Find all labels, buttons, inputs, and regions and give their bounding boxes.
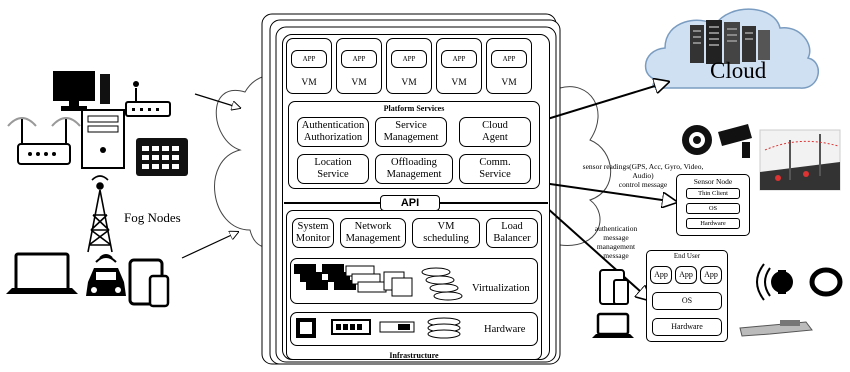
- car-icon: [86, 254, 126, 296]
- vm-label: VM: [351, 78, 367, 88]
- app-box: APP: [441, 50, 477, 68]
- end-user-app-label: App: [704, 270, 718, 279]
- end-user-os-box: OS: [652, 292, 722, 310]
- tower-pc-icon: [100, 74, 110, 104]
- end-user-hardware-label: Hardware: [671, 322, 703, 331]
- sensor-item-label: Thin Client: [698, 189, 728, 197]
- authentication-service[interactable]: Authentication Authorization: [297, 117, 369, 147]
- server-tower-icon: [81, 109, 125, 169]
- api-text: API: [400, 197, 420, 209]
- sensor-item-label: Hardware: [700, 219, 726, 227]
- sensor-node-title: Sensor Node: [693, 177, 733, 186]
- cloud-label: Cloud: [710, 58, 767, 83]
- smartwatch-icon: [756, 263, 793, 301]
- app-box: APP: [391, 50, 427, 68]
- sensor-item-label: OS: [708, 204, 718, 212]
- module-label: VM scheduling: [423, 221, 469, 244]
- sensor-os-box: OS: [686, 203, 740, 214]
- wifi-router-icon: [7, 117, 81, 165]
- laptop-icon: [6, 252, 78, 294]
- user-tablet-icon: [599, 269, 629, 305]
- security-camera-icon: [718, 124, 752, 158]
- load-balancer[interactable]: Load Balancer: [486, 218, 538, 248]
- monitor-icon: [53, 71, 95, 111]
- vm-scheduling[interactable]: VM scheduling: [412, 218, 480, 248]
- virtualization-label: Virtualization: [472, 283, 530, 294]
- cloud-icon: [644, 8, 819, 90]
- app-box: APP: [491, 50, 527, 68]
- vm-label: VM: [301, 78, 317, 88]
- sensor-hardware-box: Hardware: [686, 218, 740, 229]
- cell-tower-icon: [87, 175, 113, 253]
- display-panel-icon: [136, 138, 188, 176]
- end-user-app[interactable]: App: [700, 266, 722, 284]
- service-label: Authentication Authorization: [301, 120, 365, 143]
- vm-label: VM: [451, 78, 467, 88]
- module-label: Network Management: [345, 221, 401, 244]
- cloud-agent[interactable]: Cloud Agent: [459, 117, 531, 147]
- service-label: Location Service: [314, 157, 352, 180]
- service-label: Cloud Agent: [482, 120, 508, 143]
- end-user-app[interactable]: App: [650, 266, 672, 284]
- module-label: Load Balancer: [493, 221, 531, 244]
- smart-glasses-icon: [739, 320, 813, 337]
- thin-client-box: Thin Client: [686, 188, 740, 199]
- sensor-message-label: sensor readings(GPS, Acc, Gyro, Video, A…: [582, 162, 704, 189]
- module-label: System Monitor: [295, 221, 331, 244]
- infrastructure-title: Infrastructure: [389, 351, 439, 360]
- end-user-app[interactable]: App: [675, 266, 697, 284]
- end-user-app-label: App: [654, 270, 668, 279]
- ring-icon: [809, 267, 843, 297]
- arrow-fog-bottom: [181, 232, 238, 259]
- location-service[interactable]: Location Service: [297, 154, 369, 184]
- vm-label: VM: [401, 78, 417, 88]
- vm-label: VM: [501, 78, 517, 88]
- service-label: Service Management: [383, 120, 439, 143]
- auth-message-label: authentication message management messag…: [594, 224, 638, 260]
- system-monitor[interactable]: System Monitor: [292, 218, 334, 248]
- app-box: APP: [341, 50, 377, 68]
- comm-service[interactable]: Comm. Service: [459, 154, 531, 184]
- network-management[interactable]: Network Management: [340, 218, 406, 248]
- offloading-management[interactable]: Offloading Management: [375, 154, 453, 184]
- end-user-os-label: OS: [681, 296, 693, 305]
- end-user-title: End User: [673, 252, 701, 260]
- router-icon: [125, 81, 171, 117]
- user-laptop-icon: [592, 312, 634, 338]
- end-user-app-label: App: [679, 270, 693, 279]
- hardware-label: Hardware: [484, 324, 526, 335]
- tablet-phone-icon: [128, 258, 170, 308]
- platform-services-title: Platform Services: [383, 104, 445, 113]
- app-box: APP: [291, 50, 327, 68]
- arrow-fog-top: [194, 93, 240, 108]
- street-scene-icon: [759, 129, 841, 191]
- fog-nodes-label: Fog Nodes: [124, 210, 181, 225]
- service-label: Comm. Service: [479, 157, 511, 180]
- end-user-hardware-box: Hardware: [652, 318, 722, 336]
- service-management[interactable]: Service Management: [375, 117, 447, 147]
- speaker-icon: [682, 125, 712, 155]
- service-label: Offloading Management: [386, 157, 442, 180]
